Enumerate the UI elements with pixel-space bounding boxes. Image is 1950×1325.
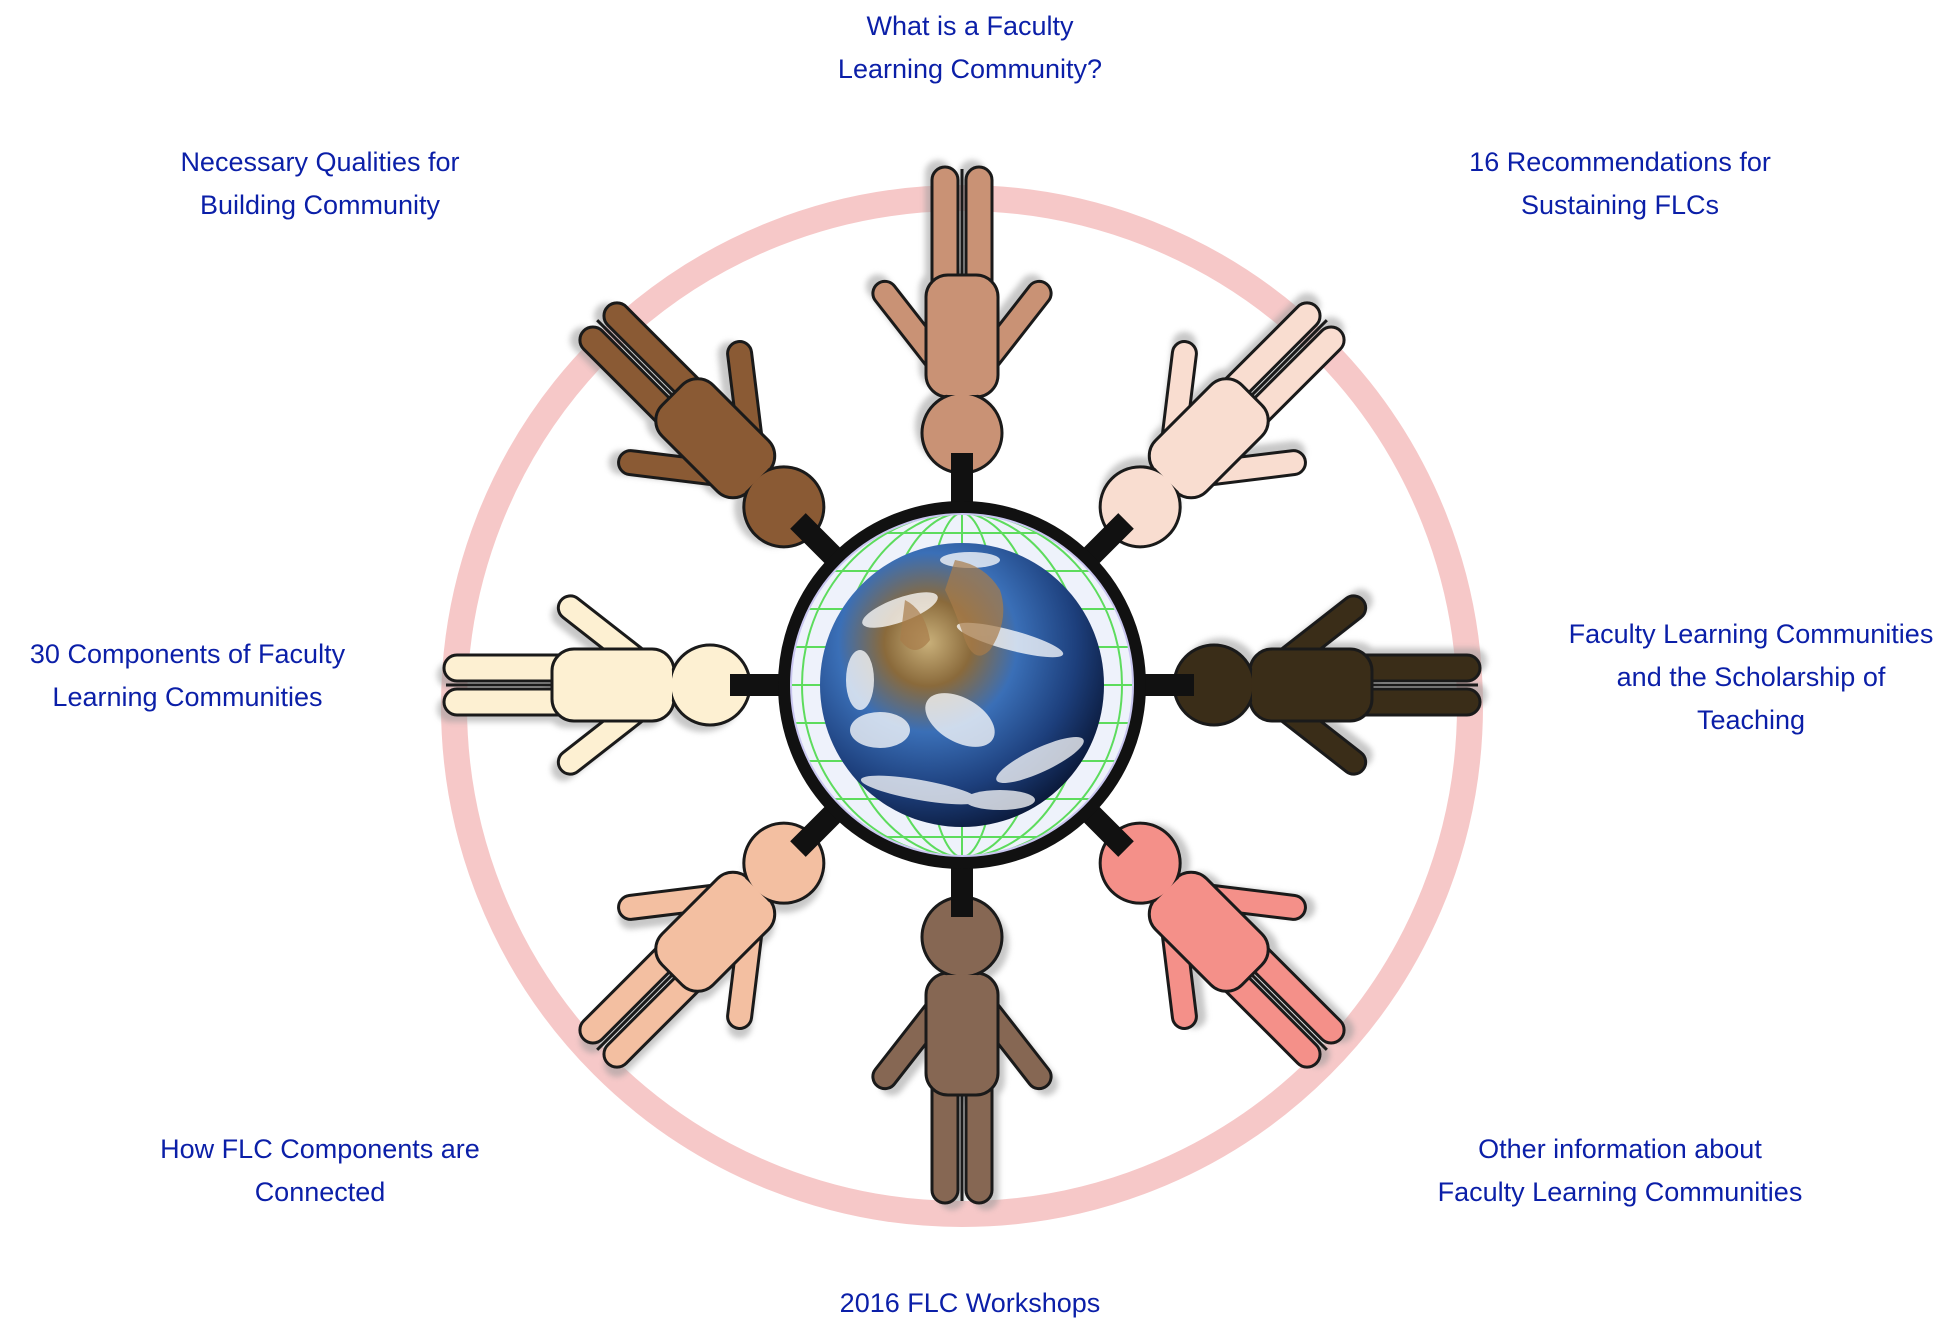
link-workshops-line1: 2016 FLC Workshops — [839, 1288, 1101, 1318]
earth-land — [900, 560, 1004, 656]
link-necessary-qualities-line1: Necessary Qualities for — [180, 147, 460, 177]
spokes-group — [730, 453, 1194, 917]
link-scholarship-line3: Teaching — [1696, 705, 1806, 735]
spoke-bottom-right — [1081, 804, 1134, 857]
figures-group — [437, 160, 1487, 1210]
link-what-is-flc[interactable]: What is a Faculty Learning Community? — [805, 5, 1135, 91]
link-workshops[interactable]: 2016 FLC Workshops — [805, 1282, 1135, 1325]
link-scholarship-line2: and the Scholarship of — [1616, 662, 1886, 692]
link-components-connected-line2: Connected — [254, 1177, 386, 1207]
link-recommendations-line1: 16 Recommendations for — [1469, 147, 1771, 177]
link-recommendations-line2: Sustaining FLCs — [1520, 190, 1720, 220]
link-scholarship-line1: Faculty Learning Communities — [1568, 619, 1934, 649]
person-figure-icon-bottom-left — [578, 821, 826, 1077]
link-other-info-line1: Other information about — [1478, 1134, 1762, 1164]
link-other-info[interactable]: Other information about Faculty Learning… — [1410, 1128, 1830, 1214]
link-components-line1: 30 Components of Faculty — [29, 639, 346, 669]
spoke-top-left — [790, 513, 843, 566]
link-what-is-flc-line1: What is a Faculty — [866, 11, 1074, 41]
person-figure-icon-right — [1172, 588, 1487, 776]
link-what-is-flc-line2: Learning Community? — [837, 54, 1103, 84]
link-other-info-line2: Faculty Learning Communities — [1437, 1177, 1803, 1207]
link-necessary-qualities-line2: Building Community — [199, 190, 441, 220]
person-figure-icon-top — [865, 160, 1053, 475]
person-figure-icon-left — [437, 594, 752, 782]
person-figure-icon-bottom — [871, 895, 1059, 1210]
earth-globe-icon — [778, 501, 1146, 869]
link-components-line2: Learning Communities — [52, 682, 323, 712]
globe-frame — [778, 501, 1146, 869]
link-components-connected-line1: How FLC Components are — [160, 1134, 480, 1164]
spoke-bottom-left — [790, 804, 843, 857]
link-recommendations[interactable]: 16 Recommendations for Sustaining FLCs — [1455, 141, 1785, 227]
earth-clouds — [846, 552, 1084, 810]
link-scholarship[interactable]: Faculty Learning Communities and the Sch… — [1552, 613, 1950, 742]
link-components-connected[interactable]: How FLC Components are Connected — [130, 1128, 510, 1214]
link-necessary-qualities[interactable]: Necessary Qualities for Building Communi… — [155, 141, 485, 227]
spoke-top-right — [1081, 513, 1134, 566]
link-components[interactable]: 30 Components of Faculty Learning Commun… — [0, 633, 375, 719]
